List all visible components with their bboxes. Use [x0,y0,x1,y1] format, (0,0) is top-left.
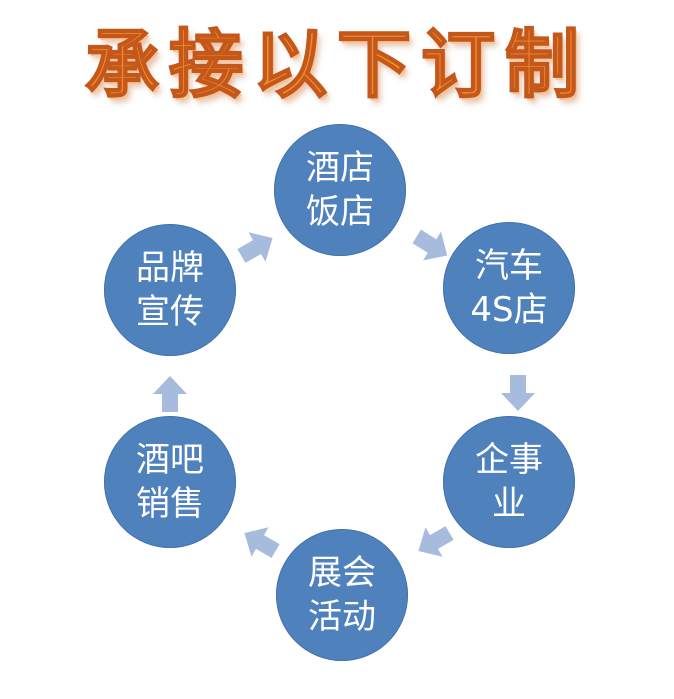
node-label-line2: 业 [492,484,526,524]
page-title: 承接以下订制 [84,22,589,108]
node-label-line2: 活动 [308,597,376,637]
arrow-right-icon [230,220,285,275]
arrow-right-icon [498,373,538,413]
node-hotel-restaurant: 酒店 饭店 [274,124,406,256]
node-enterprise: 企事 业 [443,416,575,548]
arrow-right-icon [404,218,459,273]
node-label-line2: 宣传 [136,292,204,332]
arrow-right-icon [233,515,288,570]
arrow-right-icon [407,515,462,570]
node-label-line2: 销售 [136,484,204,524]
node-label-line1: 汽车 [475,246,543,286]
node-label-line1: 酒吧 [136,440,204,480]
node-label-line1: 展会 [308,553,376,593]
node-label-line1: 品牌 [136,248,204,288]
node-label-line1: 企事 [475,440,543,480]
node-bar-sales: 酒吧 销售 [104,416,236,548]
node-auto-4s-store: 汽车 4S店 [443,222,575,354]
node-label-line2: 4S店 [470,290,548,330]
node-label-line2: 饭店 [306,192,374,232]
node-exhibition-event: 展会 活动 [276,529,408,661]
node-brand-promotion: 品牌 宣传 [104,224,236,356]
node-label-line1: 酒店 [306,148,374,188]
arrow-right-icon [150,374,190,414]
